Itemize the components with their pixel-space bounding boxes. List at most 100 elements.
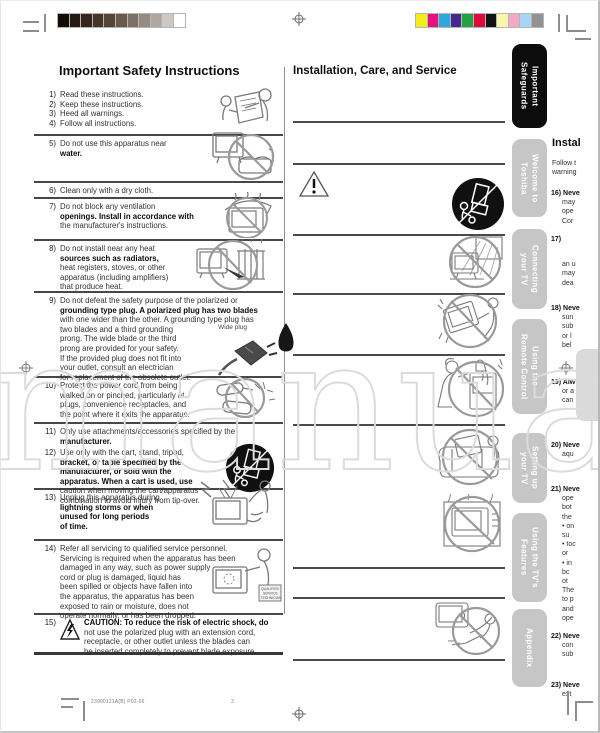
instruction-line: openings. Install in accordance with xyxy=(60,211,194,221)
instruction-line: prong. The wide blade or the third xyxy=(60,334,177,344)
page-title: Important Safety Instructions xyxy=(59,63,240,78)
crop-mark xyxy=(567,691,569,715)
item-line: or a xyxy=(562,388,575,396)
instruction-line: the point where it exits the apparatus. xyxy=(60,409,190,419)
no-enclosed-installation-illustration xyxy=(443,493,501,553)
item-line: sub xyxy=(562,651,574,659)
item-line: bot xyxy=(562,504,572,512)
calibration-swatch xyxy=(473,13,486,28)
calibration-swatch xyxy=(80,13,93,28)
instruction-line: Keep these instructions. xyxy=(60,99,144,109)
instruction-line: Do not block any ventilation xyxy=(60,202,156,211)
instruction-line: of time. xyxy=(60,521,88,531)
item-line: an u xyxy=(562,261,576,269)
cart-tipover-warning-illustration xyxy=(452,178,504,230)
instruction-line: grounding type plug. A polarized plug ha… xyxy=(60,305,258,315)
next-section-intro: Follow t warning xyxy=(552,160,577,177)
next-page-item: 23) Neveext xyxy=(551,681,580,699)
item-number: 21) Neve xyxy=(551,486,580,493)
instruction-line: Do not use this apparatus near xyxy=(60,139,167,148)
calibration-swatch xyxy=(68,13,82,28)
item-line: bel xyxy=(562,341,572,349)
crop-mark xyxy=(44,14,46,32)
item-line: may xyxy=(562,270,576,278)
instruction-line: the apparatus, the apparatus has been xyxy=(60,591,194,601)
crop-mark xyxy=(558,14,560,32)
calibration-swatch xyxy=(507,13,521,28)
instruction-line: lightning storms or when xyxy=(60,502,154,512)
section-rule xyxy=(293,659,505,661)
section-rule xyxy=(293,424,505,426)
instruction-line: If the provided plug does not fit into xyxy=(60,353,182,363)
item-number: 3) xyxy=(49,109,56,119)
item-number: 13) xyxy=(44,493,56,502)
calibration-swatch xyxy=(449,13,463,28)
item-line: • in xyxy=(562,559,572,567)
instruction-line: Clean only with a dry cloth. xyxy=(60,186,154,195)
section-rule xyxy=(293,163,505,165)
wide-plug-label: Wide plug xyxy=(218,324,247,331)
safety-instructions-list: 1)Read these instructions.2)Keep these i… xyxy=(34,87,283,656)
instruction-line: Only use attachments/accessories specifi… xyxy=(60,427,236,436)
instruction-line: exposed to rain or moisture, does not xyxy=(60,601,189,611)
item-line: to p xyxy=(562,596,574,604)
instruction-line: combination to avoid injury from tip-ove… xyxy=(60,495,200,505)
item-line: The xyxy=(562,587,575,595)
calibration-swatch xyxy=(149,13,163,28)
instruction-line: Do not install near any heat xyxy=(60,244,155,253)
item-line: su xyxy=(562,532,570,540)
crop-mark xyxy=(566,30,586,32)
crop-mark xyxy=(61,698,79,700)
calibration-swatch xyxy=(57,13,70,28)
instruction-line: caution when moving the cart/apparatus xyxy=(60,486,199,496)
instruction-line: Protect the power cord from being xyxy=(60,381,178,390)
tv-falling-warning-illustration xyxy=(437,293,499,349)
safety-instruction-group: 1)Read these instructions.2)Keep these i… xyxy=(34,87,283,136)
item-number: 16) Neve xyxy=(551,190,580,197)
item-line: Cor xyxy=(562,217,574,225)
item-line: aqu xyxy=(562,451,574,459)
print-code: 23900121A(B) P02-06 xyxy=(91,699,145,705)
item-line: dea xyxy=(562,279,574,287)
instruction-line: the manufacturer's instructions. xyxy=(60,221,169,231)
section-rule xyxy=(293,293,505,295)
grayscale-calibration-bar xyxy=(57,13,186,28)
unplug-by-cord-warning-illustration xyxy=(435,602,501,656)
tab-appendix: Appendix xyxy=(512,609,547,687)
item-number: 5) xyxy=(49,139,56,148)
section-rule xyxy=(293,354,505,356)
safety-instruction-group: 6) Clean only with a dry cloth. xyxy=(34,183,283,199)
item-number: 6) xyxy=(49,186,56,195)
item-line: sun xyxy=(562,314,574,322)
item-line: sub xyxy=(562,323,574,331)
crop-mark xyxy=(23,30,39,32)
item-line: • toc xyxy=(562,541,576,549)
calibration-swatch xyxy=(484,13,498,28)
item-line: can xyxy=(562,397,574,405)
crop-mark xyxy=(566,15,568,31)
instruction-line: receptacle, or other outlet unless the b… xyxy=(84,637,251,647)
tab-label: Appendix xyxy=(525,628,534,668)
instruction-line: your outlet, consult an electrician xyxy=(60,363,174,373)
instruction-line: apparatus (including amplifiers) xyxy=(60,272,169,282)
instruction-line: not use the polarized plug with an exten… xyxy=(84,627,256,637)
instruction-line: operate normally, or has been dropped. xyxy=(60,611,196,621)
instruction-line: Servicing is required when the apparatus… xyxy=(60,553,236,563)
item-number: 19) Alw xyxy=(551,379,576,386)
safety-instruction-group: 15)CAUTION: To reduce the risk of electr… xyxy=(34,615,283,656)
item-number: 23) Neve xyxy=(551,682,580,689)
calibration-swatch xyxy=(530,13,544,28)
